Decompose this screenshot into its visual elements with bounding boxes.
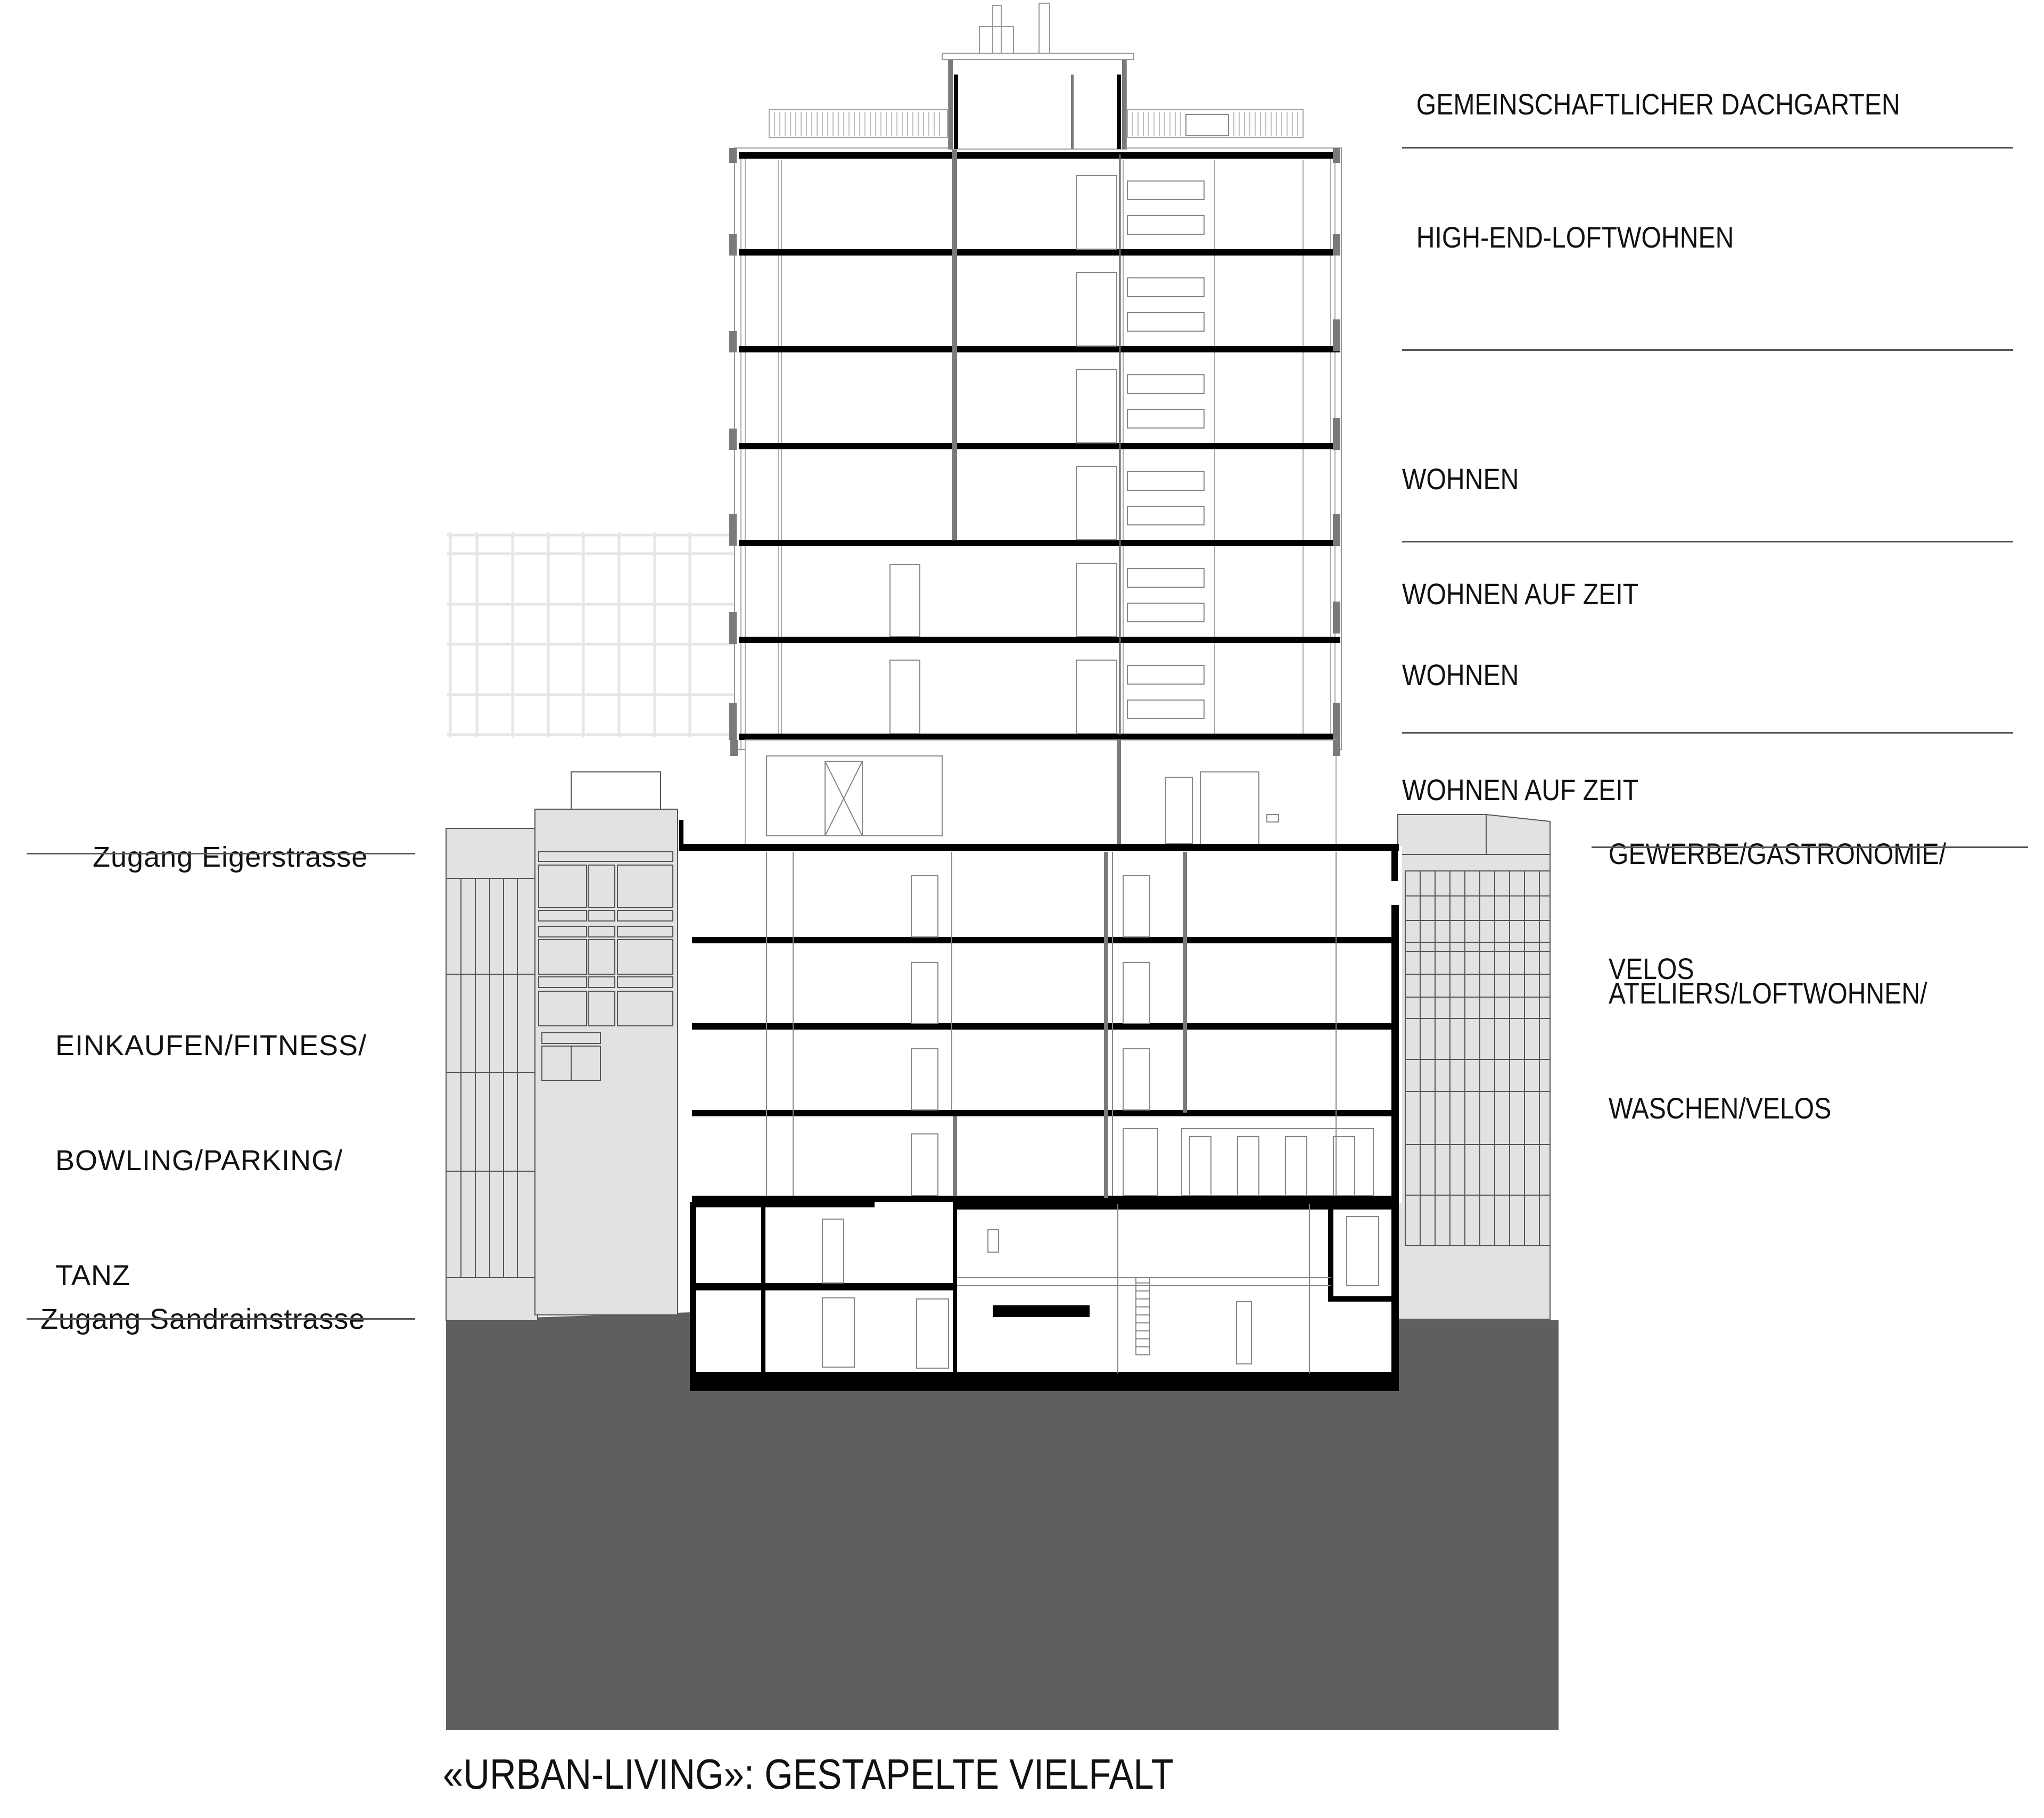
facade-cladding (729, 148, 1340, 740)
tower (729, 147, 1342, 751)
gewerbe-level (730, 739, 1340, 847)
neighbour-building-right (1397, 814, 1551, 1320)
bowling-lane (993, 1305, 1090, 1317)
divider-left-2 (27, 1318, 415, 1320)
label-wohnen-1-line-1: WOHNEN (1402, 462, 1519, 496)
label-ateliers-line-2: WASCHEN/VELOS (1609, 1091, 1832, 1125)
ground-slope-left (446, 1312, 692, 1331)
interior-fixtures (889, 175, 1205, 734)
label-einkaufen: EINKAUFEN/FITNESS/ BOWLING/PARKING/ TANZ (55, 950, 367, 1333)
label-ateliers-line-1: ATELIERS/LOFTWOHNEN/ (1609, 976, 1927, 1010)
label-eigerstrasse: Zugang Eigerstrasse (76, 800, 368, 876)
core-wall (952, 149, 957, 540)
podium-interior (766, 852, 1374, 1196)
divider-1 (1402, 147, 2013, 149)
label-gewerbe-line-1: GEWERBE/GASTRONOMIE/ (1609, 837, 1947, 870)
roof-garden (769, 3, 1304, 150)
label-einkaufen-line-2: BOWLING/PARKING/ (55, 1145, 343, 1177)
label-high-end-line-1: HIGH-END-LOFTWOHNEN (1416, 220, 1734, 254)
divider-5 (1592, 846, 2028, 848)
label-einkaufen-line-3: TANZ (55, 1260, 130, 1291)
label-eigerstrasse-line-1: Zugang Eigerstrasse (93, 841, 368, 873)
background-facade-grid (447, 532, 735, 737)
divider-left-1 (27, 853, 415, 854)
basement (690, 1198, 1399, 1391)
label-ateliers: ATELIERS/LOFTWOHNEN/ WASCHEN/VELOS (1609, 898, 1927, 1166)
podium-floor-slabs (679, 844, 1399, 1203)
tower-floor-slabs (739, 152, 1340, 740)
label-wohnen-2-line-2: WOHNEN AUF ZEIT (1402, 773, 1639, 807)
divider-3 (1402, 541, 2013, 542)
divider-2 (1402, 349, 2013, 351)
label-gewerbe-line-2: VELOS (1609, 952, 1694, 985)
label-wohnen-2-line-1: WOHNEN (1402, 658, 1519, 692)
label-einkaufen-line-1: EINKAUFEN/FITNESS/ (55, 1030, 367, 1062)
divider-4 (1402, 732, 2013, 734)
label-dachgarten: GEMEINSCHAFTLICHER DACHGARTEN (1402, 47, 1900, 124)
podium (679, 820, 1402, 1320)
label-wohnen-2: WOHNEN WOHNEN AUF ZEIT (1402, 579, 1638, 848)
label-wohnen-1-line-2: WOHNEN AUF ZEIT (1402, 577, 1639, 611)
label-wohnen-1: WOHNEN WOHNEN AUF ZEIT (1402, 383, 1638, 652)
label-gewerbe: GEWERBE/GASTRONOMIE/ VELOS (1609, 758, 1946, 1026)
label-dachgarten-line-1: GEMEINSCHAFTLICHER DACHGARTEN (1416, 87, 1900, 121)
label-sandrainstrasse: Zugang Sandrainstrasse (23, 1262, 365, 1338)
diagram-title: «URBAN-LIVING»: GESTAPELTE VIELFALT (443, 1750, 1174, 1798)
neighbour-building-left (446, 771, 678, 1321)
label-high-end: HIGH-END-LOFTWOHNEN (1402, 180, 1734, 257)
